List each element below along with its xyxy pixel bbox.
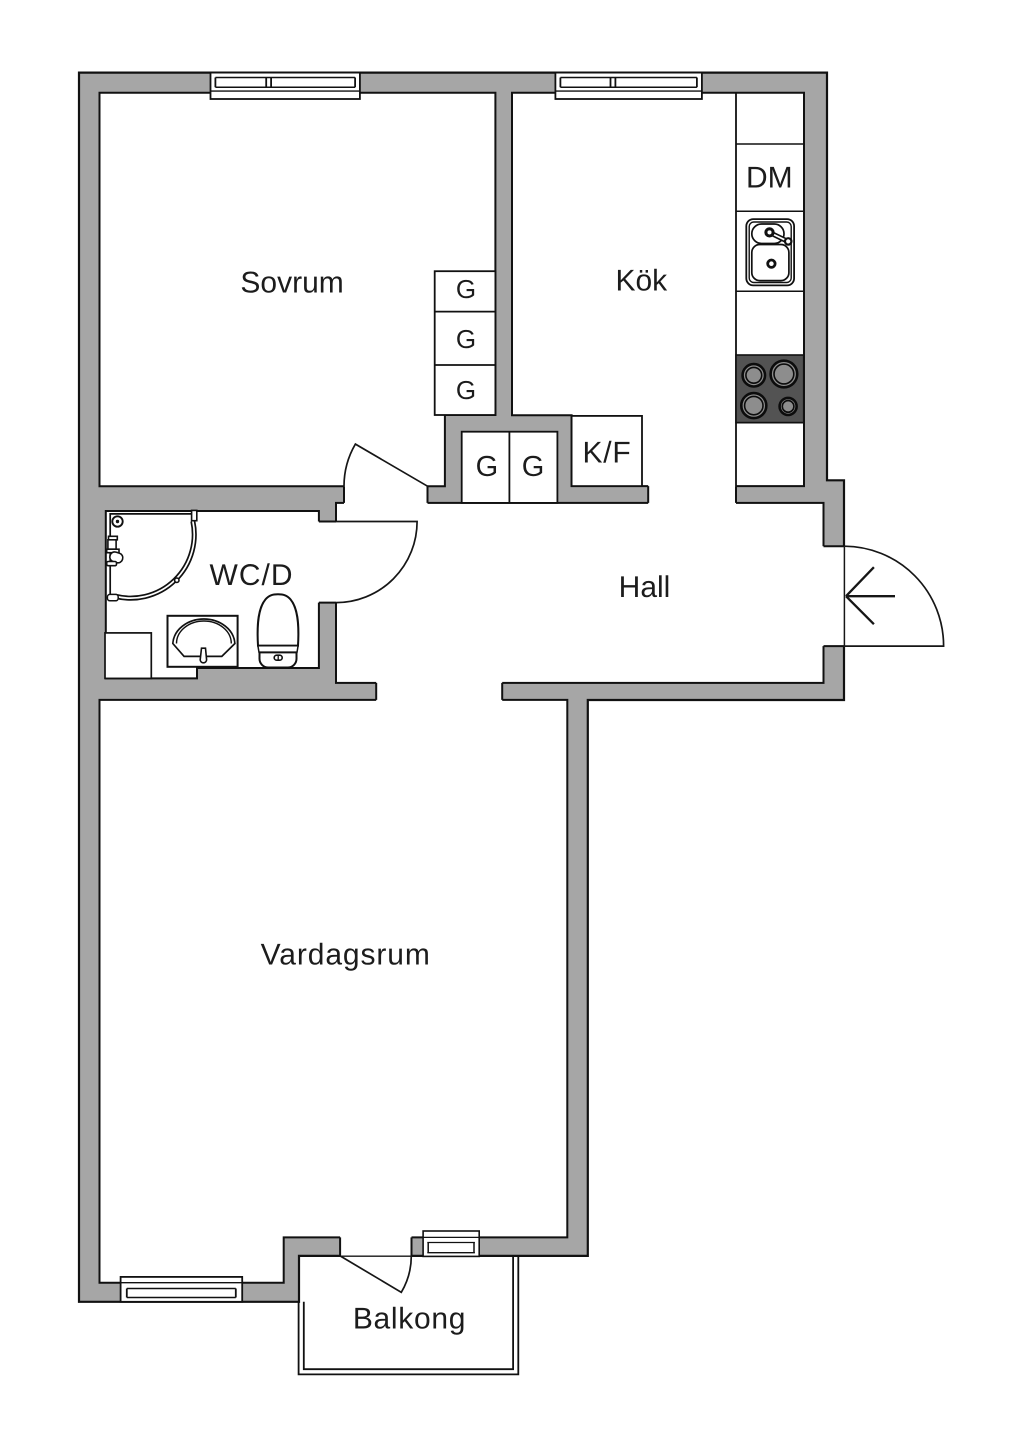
svg-text:Hall: Hall — [619, 571, 671, 604]
svg-text:Vardagsrum: Vardagsrum — [261, 938, 431, 971]
svg-text:G: G — [522, 451, 545, 483]
svg-text:WC/D: WC/D — [210, 559, 294, 592]
svg-text:K/F: K/F — [582, 436, 631, 469]
svg-text:G: G — [456, 324, 476, 354]
svg-text:Sovrum: Sovrum — [240, 267, 343, 300]
svg-text:Balkong: Balkong — [353, 1303, 466, 1336]
svg-text:G: G — [476, 451, 499, 483]
svg-text:G: G — [456, 274, 476, 304]
svg-text:DM: DM — [746, 161, 793, 194]
svg-text:Kök: Kök — [615, 265, 668, 298]
svg-text:G: G — [456, 375, 476, 405]
